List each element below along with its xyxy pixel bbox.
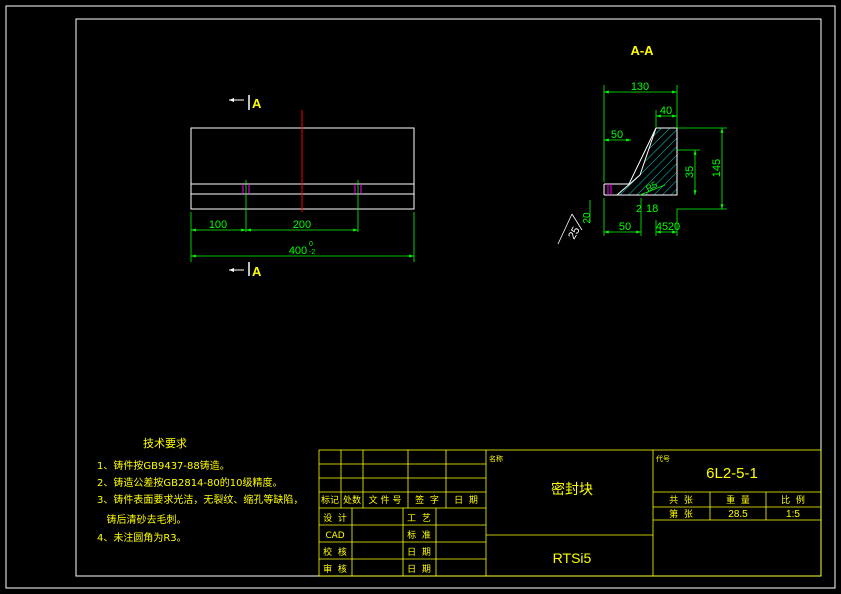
section-view: A-A <box>557 43 727 245</box>
outer-border <box>5 5 836 589</box>
hdr-date: 日 期 <box>454 495 478 506</box>
row-cad: CAD <box>325 531 344 541</box>
tech-title: 技术要求 <box>143 437 187 450</box>
title-block <box>318 449 822 577</box>
info-scale: 比 例 <box>781 494 805 506</box>
name-label: 名称 <box>489 454 503 463</box>
hdr-count: 处数 <box>343 494 361 506</box>
dim-45: 45 <box>656 221 668 233</box>
dim-145: 145 <box>711 159 723 177</box>
section-marker-bottom: A <box>229 262 262 279</box>
tech-item-2: 2、铸造公差按GB2814-80的10级精度。 <box>97 476 282 489</box>
svg-text:A: A <box>252 264 262 279</box>
dim-50-bottom: 50 <box>619 221 631 233</box>
right-process: 工 艺 <box>407 513 431 524</box>
tech-item-4: 4、未注圆角为R3。 <box>97 531 187 544</box>
dim-2: 2 <box>636 204 642 215</box>
dim-400-tol-low: -2 <box>309 249 315 256</box>
dim-40: 40 <box>660 105 672 117</box>
section-title: A-A <box>630 43 654 58</box>
section-dimensions <box>589 85 727 236</box>
section-taper <box>628 127 657 185</box>
section-hole <box>607 184 612 195</box>
dim-20: 20 <box>668 221 680 233</box>
dim-400: 400 <box>289 245 307 257</box>
tech-requirements: 技术要求 1、铸件按GB9437-88铸造。 2、铸造公差按GB2814-80的… <box>97 437 303 544</box>
dim-100: 100 <box>209 219 227 231</box>
dim-35: 35 <box>684 166 696 178</box>
info-total: 共 张 <box>669 495 693 506</box>
hole-left <box>242 184 250 194</box>
dim-18: 18 <box>646 203 658 215</box>
hdr-doc: 文 件 号 <box>369 494 402 506</box>
dim-130: 130 <box>631 81 649 93</box>
sheet-label: 第 张 <box>669 508 693 520</box>
front-dimensions <box>190 212 415 262</box>
part-code: 6L2-5-1 <box>706 465 758 482</box>
scale-value: 1:5 <box>786 509 800 520</box>
roughness-value: 25 <box>566 225 583 242</box>
title-block-text: 标记 处数 文 件 号 签 字 日 期 设 计 CAD 校 核 审 核 工 艺 … <box>321 454 805 575</box>
dim-50-top: 50 <box>611 129 623 141</box>
weight-value: 28.5 <box>728 509 748 520</box>
row-review: 审 核 <box>323 563 347 575</box>
dim-400-tol-high: 0 <box>309 241 313 248</box>
material: RTSi5 <box>553 550 592 566</box>
part-name: 密封块 <box>551 481 593 498</box>
right-date-2: 日 期 <box>407 564 431 575</box>
row-check: 校 核 <box>323 546 347 558</box>
section-marker-top: A <box>229 95 262 111</box>
dim-200: 200 <box>293 219 311 231</box>
drawing-frame <box>75 18 822 577</box>
front-view: 100 200 400 0 -2 A A <box>190 95 415 279</box>
dim-20-left: 20 <box>582 212 593 224</box>
hole-right <box>354 184 362 194</box>
right-date-1: 日 期 <box>407 547 431 558</box>
tech-item-1: 1、铸件按GB9437-88铸造。 <box>97 459 230 472</box>
roughness-symbol <box>557 213 583 245</box>
row-design: 设 计 <box>323 512 347 524</box>
svg-text:A: A <box>252 96 262 111</box>
tech-item-3b: 铸后清砂去毛刺。 <box>97 513 187 526</box>
code-label: 代号 <box>656 454 670 463</box>
dim-r5: R5 <box>644 179 659 193</box>
info-weight: 重 量 <box>726 494 750 506</box>
right-standard: 标 准 <box>407 529 431 541</box>
tech-item-3: 3、铸件表面要求光洁，无裂纹、缩孔等缺陷， <box>97 493 303 506</box>
hdr-sign: 签 字 <box>415 494 439 506</box>
hdr-mark: 标记 <box>321 494 339 506</box>
